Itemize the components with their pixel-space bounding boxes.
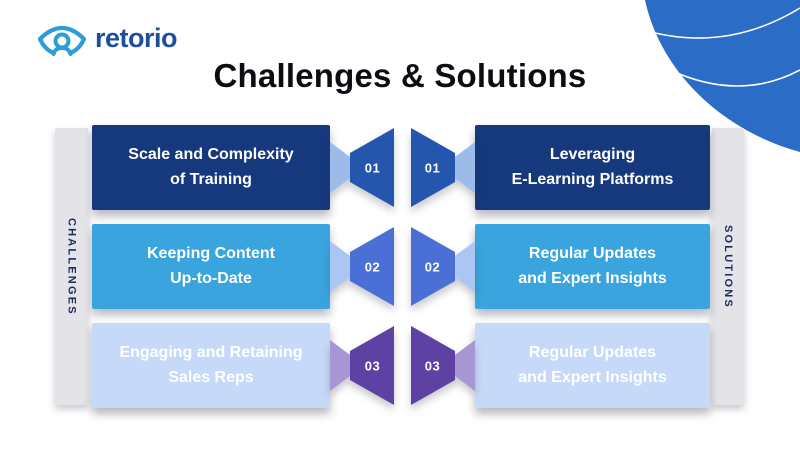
solution-box-1: Leveraging E-Learning Platforms	[475, 125, 710, 210]
number-left-2: 02	[365, 260, 380, 275]
center-gap	[395, 125, 410, 210]
arrow-left-1: 01	[330, 128, 394, 207]
arrow-left-2: 02	[330, 227, 394, 306]
arrow-right-1: 01	[411, 128, 475, 207]
solution-box-3: Regular Updates and Expert Insights	[475, 323, 710, 408]
challenge-box-2: Keeping Content Up-to-Date	[92, 224, 330, 309]
retorio-logo: retorio	[38, 16, 178, 60]
row-2: Keeping Content Up-to-Date 02 02 Regular…	[92, 224, 710, 309]
arrow-right-3: 03	[411, 326, 475, 405]
challenge-2-line1: Keeping Content	[147, 244, 275, 262]
solution-2-line2: and Expert Insights	[518, 269, 667, 287]
challenge-2-line2: Up-to-Date	[170, 269, 252, 287]
row-1: Scale and Complexity of Training 01 01 L…	[92, 125, 710, 210]
number-left-3: 03	[365, 359, 380, 374]
page-title: Challenges & Solutions	[213, 57, 587, 94]
challenge-1-line2: of Training	[170, 170, 252, 188]
number-right-2: 02	[425, 260, 440, 275]
solution-2-line1: Regular Updates	[528, 244, 657, 262]
number-right-1: 01	[425, 161, 440, 176]
solution-1-line1: Leveraging	[549, 145, 636, 163]
arrow-right-2: 02	[411, 227, 475, 306]
arrow-left-3: 03	[330, 326, 394, 405]
center-gap	[395, 323, 410, 408]
challenge-3-line2: Sales Reps	[168, 368, 254, 386]
rows-container: Scale and Complexity of Training 01 01 L…	[92, 125, 710, 408]
corner-decoration	[620, 0, 800, 152]
solution-box-2: Regular Updates and Expert Insights	[475, 224, 710, 309]
challenge-box-3: Engaging and Retaining Sales Reps	[92, 323, 330, 408]
solution-1-line2: E-Learning Platforms	[511, 170, 674, 188]
challenge-box-1: Scale and Complexity of Training	[92, 125, 330, 210]
challenges-rail: CHALLENGES	[55, 128, 88, 405]
challenge-1-line1: Scale and Complexity	[128, 145, 294, 163]
retorio-eye-icon	[38, 25, 86, 56]
solution-3-line2: and Expert Insights	[518, 368, 667, 386]
challenges-rail-label: CHALLENGES	[65, 217, 78, 316]
brand-name: retorio	[95, 22, 178, 53]
number-right-3: 03	[425, 359, 440, 374]
row-3: Engaging and Retaining Sales Reps 03 03 …	[92, 323, 710, 408]
challenge-3-line1: Engaging and Retaining	[119, 343, 303, 361]
center-gap	[395, 224, 410, 309]
solution-3-line1: Regular Updates	[528, 343, 657, 361]
number-left-1: 01	[365, 161, 380, 176]
solutions-rail-label: SOLUTIONS	[722, 224, 734, 309]
solutions-rail: SOLUTIONS	[712, 128, 744, 405]
